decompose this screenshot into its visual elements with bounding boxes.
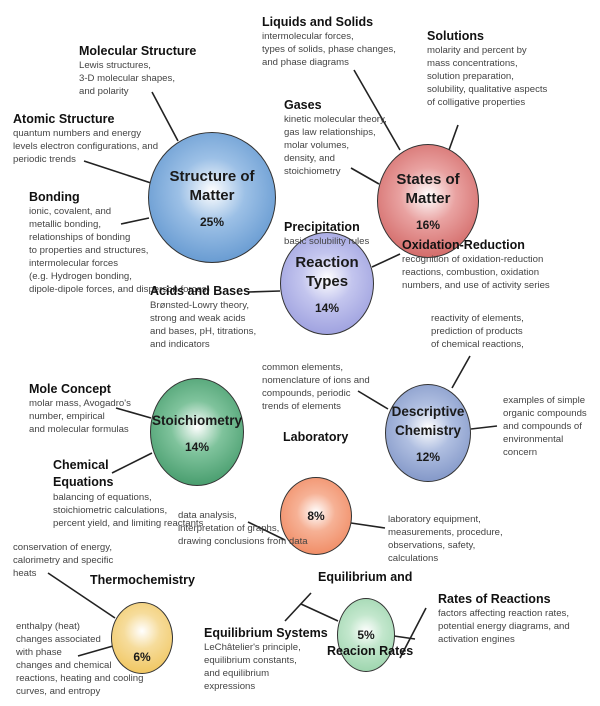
topic-acids-and-bases: Acids and Bases Brønsted-Lowry theory, s… — [150, 284, 256, 351]
thermochemistry-label: Thermochemistry — [90, 573, 195, 587]
topic-solutions: Solutions molarity and percent by mass c… — [427, 29, 547, 109]
topic-atomic-structure: Atomic Structure quantum numbers and ene… — [13, 112, 158, 166]
topic-title: Bonding — [29, 190, 80, 204]
topic-organic-compounds: examples of simple organic compounds and… — [503, 394, 587, 459]
topic-conservation-of-energy: conservation of energy, calorimetry and … — [13, 541, 113, 580]
connector-organic — [470, 425, 498, 430]
topic-title: Molecular Structure — [79, 44, 197, 58]
laboratory-label: Laboratory — [283, 430, 349, 444]
connector-labequip — [350, 522, 386, 529]
topic-title: Equilibrium Systems — [204, 626, 328, 640]
circle-laboratory: 8% — [280, 477, 352, 555]
connector-dataanalysis — [247, 521, 286, 541]
connector-molecular — [151, 91, 179, 142]
topic-data-analysis: data analysis, interpretation of graphs,… — [178, 509, 308, 548]
topic-reactivity: reactivity of elements, prediction of pr… — [431, 312, 524, 351]
topic-oxidation-reduction: Oxidation-Reduction recognition of oxida… — [402, 238, 550, 292]
topic-desc: examples of simple organic compounds and… — [503, 395, 587, 458]
circle-title: Structure of Matter — [169, 167, 255, 204]
topic-mole-concept: Mole Concept molar mass, Avogadro's numb… — [29, 382, 131, 436]
topic-desc: enthalpy (heat) changes associated with … — [16, 621, 144, 697]
circle-percent: 14% — [184, 439, 210, 454]
connector-acids — [247, 290, 281, 293]
topic-title: Atomic Structure — [13, 112, 115, 126]
circle-title: Descriptive Chemistry — [391, 404, 465, 438]
circle-title: States of Matter — [396, 171, 460, 207]
topic-rates-of-reactions: Rates of Reactions factors affecting rea… — [438, 592, 570, 646]
topic-desc: factors affecting reaction rates, potent… — [438, 608, 570, 645]
circle-percent: 8% — [307, 509, 325, 523]
topic-desc: kinetic molecular theory, gas law relati… — [284, 114, 387, 177]
topic-desc: molar mass, Avogadro's number, empirical… — [29, 398, 131, 435]
connector-atomic — [83, 160, 152, 184]
topic-title: Chemical Equations — [53, 458, 114, 489]
circle-structure-of-matter: Structure of Matter 25% — [148, 132, 276, 263]
circle-reaction-types: Reaction Types 14% — [280, 232, 374, 335]
topic-desc: quantum numbers and energy levels electr… — [13, 128, 159, 165]
connector-common — [357, 390, 389, 410]
topic-desc: reactivity of elements, prediction of pr… — [431, 313, 524, 350]
connector-oxidation — [371, 253, 401, 268]
topic-laboratory-equipment: laboratory equipment, measurements, proc… — [388, 513, 503, 565]
topic-title: Acids and Bases — [150, 284, 251, 298]
topic-molecular-structure: Molecular Structure Lewis structures, 3-… — [79, 44, 196, 98]
connector-gases — [350, 167, 380, 185]
topic-enthalpy: enthalpy (heat) changes associated with … — [16, 620, 143, 698]
topic-desc: molarity and percent by mass concentrati… — [427, 45, 548, 108]
topic-precipitation: Precipitation basic solubility rules — [284, 220, 369, 248]
topic-title: Gases — [284, 98, 322, 112]
topic-chemical-equations: Chemical Equations balancing of equation… — [53, 457, 203, 530]
circle-title: Stoichiometry — [151, 412, 243, 428]
circle-states-of-matter: States of Matter 16% — [377, 144, 479, 258]
topic-desc: conservation of energy, calorimetry and … — [13, 542, 114, 579]
connector-chemical — [111, 452, 153, 474]
circle-percent: 12% — [415, 450, 441, 464]
connector-solutions — [448, 124, 459, 151]
connector-eq-left — [300, 603, 339, 622]
circle-percent: 5% — [357, 628, 375, 642]
topic-desc: common elements, nomenclature of ions an… — [262, 362, 370, 412]
equilibrium-label-bottom: Reacion Rates — [327, 644, 414, 658]
topic-bonding: Bonding ionic, covalent, and metallic bo… — [29, 190, 210, 296]
topic-desc: basic solubility rules — [284, 236, 370, 247]
connector-conservation — [47, 572, 116, 619]
circle-stoichiometry: Stoichiometry 14% — [150, 378, 244, 486]
topic-desc: Brønsted-Lowry theory, strong and weak a… — [150, 300, 257, 350]
circle-percent: 16% — [415, 218, 441, 232]
topic-desc: balancing of equations, stoichiometric c… — [53, 492, 204, 529]
connector-bonding — [120, 217, 150, 225]
circle-percent: 25% — [199, 214, 225, 229]
topic-title: Solutions — [427, 29, 484, 43]
topic-title: Liquids and Solids — [262, 15, 374, 29]
connector-liquids — [353, 69, 401, 151]
topic-desc: recognition of oxidation-reduction react… — [402, 254, 550, 291]
connector-rates-right — [393, 635, 416, 640]
topic-title: Precipitation — [284, 220, 360, 234]
circle-title: Reaction Types — [295, 253, 359, 290]
connector-mole — [115, 407, 152, 419]
equilibrium-label-top: Equilibrium and — [318, 570, 413, 584]
circle-percent: 14% — [314, 300, 340, 315]
circle-descriptive-chemistry: Descriptive Chemistry 12% — [385, 384, 471, 482]
topic-desc: ionic, covalent, and metallic bonding, r… — [29, 206, 210, 295]
topic-title: Rates of Reactions — [438, 592, 551, 606]
topic-common-elements: common elements, nomenclature of ions an… — [262, 361, 370, 413]
topic-desc: data analysis, interpretation of graphs,… — [178, 510, 308, 547]
connector-eq-bracket — [284, 592, 312, 622]
connector-rates-bracket — [399, 607, 427, 659]
topic-title: Oxidation-Reduction — [402, 238, 525, 252]
circle-percent: 6% — [133, 650, 151, 664]
topic-desc: LeChâtelier's principle, equilibrium con… — [204, 642, 301, 692]
topic-desc: intermolecular forces, types of solids, … — [262, 31, 396, 68]
topic-desc: Lewis structures, 3-D molecular shapes, … — [79, 60, 175, 97]
connector-reactivity — [451, 355, 471, 389]
topic-gases: Gases kinetic molecular theory, gas law … — [284, 98, 387, 178]
circle-equilibrium: 5% — [337, 598, 395, 672]
circle-thermochemistry: 6% — [111, 602, 173, 674]
topic-equilibrium-systems: Equilibrium Systems LeChâtelier's princi… — [204, 626, 328, 693]
connector-enthalpy — [77, 645, 114, 657]
topic-desc: laboratory equipment, measurements, proc… — [388, 514, 503, 564]
topic-liquids-and-solids: Liquids and Solids intermolecular forces… — [262, 15, 396, 69]
topic-title: Mole Concept — [29, 382, 111, 396]
